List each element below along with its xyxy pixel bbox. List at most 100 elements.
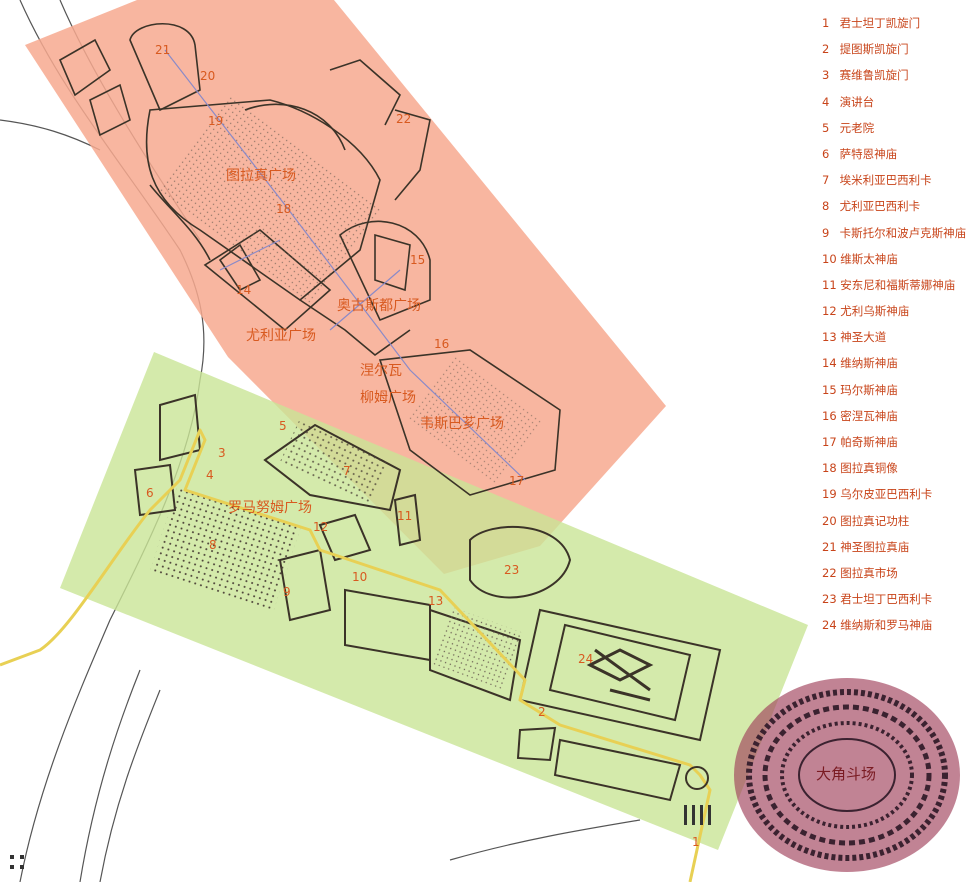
- legend-label: 图拉真铜像: [840, 461, 898, 476]
- legend-label: 帕奇斯神庙: [840, 435, 898, 449]
- map-marker-16: 16: [434, 337, 449, 351]
- map-marker-2: 2: [538, 705, 546, 719]
- legend-item: 15 玛尔斯神庙: [822, 377, 980, 403]
- legend-label: 埃米利亚巴西利卡: [839, 173, 932, 188]
- legend-item: 10 维斯太神庙: [822, 246, 980, 272]
- area-label-transitorium-2: 柳姆广场: [360, 389, 416, 406]
- legend-item: 21 神圣图拉真庙: [822, 534, 980, 560]
- map-marker-9: 9: [283, 585, 291, 599]
- legend: 1 君士坦丁凯旋门 2 提图斯凯旋门 3 赛维鲁凯旋门 4 演讲台 5 元老院 …: [822, 10, 980, 639]
- area-label-transitorium-1: 涅尔瓦: [360, 363, 402, 379]
- legend-number: 1: [822, 16, 830, 30]
- legend-label: 赛维鲁凯旋门: [839, 68, 909, 83]
- legend-number: 15: [822, 382, 837, 397]
- map-marker-4: 4: [206, 468, 214, 482]
- legend-number: 5: [822, 120, 830, 135]
- legend-label: 君士坦丁巴西利卡: [840, 592, 933, 607]
- legend-number: 4: [822, 94, 830, 109]
- legend-number: 6: [822, 146, 830, 161]
- julia-basilica-grid: [149, 487, 301, 613]
- map-marker-22: 22: [396, 112, 411, 126]
- legend-number: 19: [822, 487, 837, 502]
- legend-number: 24: [822, 618, 837, 633]
- legend-label: 演讲台: [839, 94, 875, 109]
- legend-label: 尤利亚巴西利卡: [839, 199, 921, 214]
- legend-number: 16: [822, 408, 837, 423]
- legend-number: 17: [822, 435, 837, 449]
- map-marker-13: 13: [428, 594, 443, 608]
- legend-label: 乌尔皮亚巴西利卡: [840, 487, 933, 502]
- legend-number: 12: [822, 304, 837, 319]
- legend-number: 22: [822, 565, 837, 580]
- legend-item: 9 卡斯托尔和波卢克斯神庙: [822, 220, 980, 246]
- area-label-julius: 尤利亚广场: [246, 328, 316, 344]
- legend-item: 5 元老院: [822, 115, 980, 141]
- legend-label: 密涅瓦神庙: [840, 408, 898, 423]
- legend-number: 2: [822, 42, 830, 57]
- legend-item: 11 安东尼和福斯蒂娜神庙: [822, 272, 980, 298]
- legend-item: 14 维纳斯神庙: [822, 350, 980, 376]
- legend-item: 6 萨特恩神庙: [822, 141, 980, 167]
- legend-item: 3 赛维鲁凯旋门: [822, 62, 980, 88]
- legend-label: 提图斯凯旋门: [839, 42, 909, 57]
- map-marker-1: 1: [692, 835, 700, 849]
- temple-venus-roma-pattern: [586, 648, 654, 702]
- legend-label: 尤利乌斯神庙: [840, 304, 910, 319]
- legend-number: 14: [822, 356, 837, 371]
- legend-item: 8 尤利亚巴西利卡: [822, 193, 980, 219]
- area-label-augustus: 奥古斯都广场: [337, 297, 421, 314]
- map-marker-24: 24: [578, 652, 593, 666]
- legend-label: 卡斯托尔和波卢克斯神庙: [839, 225, 967, 240]
- area-label-vespasian: 韦斯巴芗广场: [420, 416, 504, 432]
- map-marker-17: 17: [509, 474, 524, 488]
- legend-label: 玛尔斯神庙: [840, 382, 898, 397]
- map-marker-20: 20: [200, 69, 215, 83]
- map-marker-11: 11: [397, 509, 412, 523]
- sacred-way-path: [0, 428, 712, 882]
- legend-label: 安东尼和福斯蒂娜神庙: [840, 277, 956, 292]
- legend-item: 19 乌尔皮亚巴西利卡: [822, 481, 980, 507]
- legend-label: 图拉真市场: [840, 565, 898, 580]
- arch-of-constantine-marker: [685, 766, 709, 790]
- legend-label: 神圣图拉真庙: [840, 539, 910, 554]
- map-marker-10: 10: [352, 570, 367, 584]
- legend-item: 23 君士坦丁巴西利卡: [822, 586, 980, 612]
- map-marker-14: 14: [236, 283, 251, 297]
- legend-item: 18 图拉真铜像: [822, 455, 980, 481]
- legend-item: 4 演讲台: [822, 89, 980, 115]
- area-label-colosseum: 大角斗场: [816, 765, 876, 783]
- map-marker-12: 12: [313, 520, 328, 534]
- legend-number: 3: [822, 68, 830, 83]
- area-label-romanum: 罗马努姆广场: [228, 500, 312, 516]
- fora-axis: [164, 49, 526, 481]
- map-marker-6: 6: [146, 486, 154, 500]
- scattered-marks: [10, 805, 711, 869]
- colosseum: [734, 678, 960, 872]
- legend-item: 16 密涅瓦神庙: [822, 403, 980, 429]
- legend-number: 21: [822, 539, 837, 554]
- legend-label: 元老院: [839, 120, 875, 135]
- map-marker-7: 7: [343, 464, 351, 478]
- legend-number: 10: [822, 251, 837, 266]
- trajan-forum-colonnade: [158, 94, 382, 306]
- map-marker-15: 15: [410, 253, 425, 267]
- legend-label: 维纳斯和罗马神庙: [840, 618, 933, 633]
- roman-forum-plan: [133, 393, 722, 802]
- legend-item: 2 提图斯凯旋门: [822, 36, 980, 62]
- legend-number: 8: [822, 199, 830, 214]
- aemilia-basilica-grid: [279, 420, 390, 504]
- legend-label: 维斯太神庙: [840, 251, 898, 266]
- legend-label: 图拉真记功柱: [840, 513, 910, 528]
- legend-item: 20 图拉真记功柱: [822, 508, 980, 534]
- legend-label: 萨特恩神庙: [839, 146, 898, 161]
- vespasian-forum-grid: [407, 354, 543, 486]
- legend-item: 17 帕奇斯神庙: [822, 429, 980, 455]
- peace-forum-grid: [431, 607, 523, 690]
- map-marker-21: 21: [155, 43, 170, 57]
- legend-item: 1 君士坦丁凯旋门: [822, 10, 980, 36]
- legend-item: 13 神圣大道: [822, 324, 980, 350]
- map-marker-19: 19: [208, 114, 223, 128]
- legend-number: 9: [822, 225, 830, 240]
- map-marker-8: 8: [209, 538, 217, 552]
- legend-label: 维纳斯神庙: [840, 356, 898, 371]
